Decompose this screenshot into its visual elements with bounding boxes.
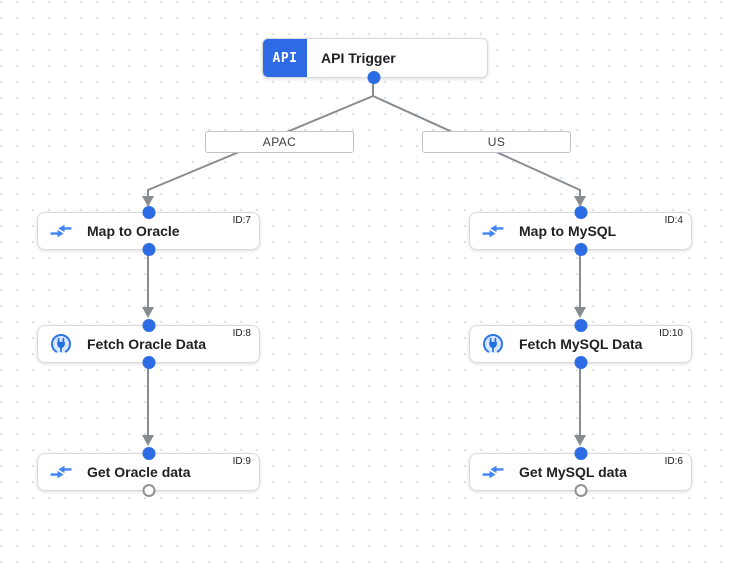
node-id-badge: ID:4 xyxy=(664,215,683,226)
connection-point[interactable] xyxy=(142,447,155,460)
arrowhead-icon xyxy=(142,435,154,446)
node-title: Map to MySQL xyxy=(519,223,617,239)
connection-point[interactable] xyxy=(142,243,155,256)
edge-endpoint[interactable] xyxy=(574,484,587,497)
branch-text: APAC xyxy=(262,135,297,149)
connection-point[interactable] xyxy=(574,319,587,332)
connection-point[interactable] xyxy=(574,243,587,256)
node-map-to-mysql[interactable]: Map to MySQL ID:4 xyxy=(469,206,692,256)
connector-icon xyxy=(50,333,72,355)
node-get-mysql-data[interactable]: Get MySQL data ID:6 xyxy=(469,447,692,497)
arrowhead-icon xyxy=(142,307,154,318)
api-icon-label: API xyxy=(272,50,298,66)
connection-point[interactable] xyxy=(574,206,587,219)
node-title: Fetch Oracle Data xyxy=(87,336,207,352)
node-id-badge: ID:10 xyxy=(659,328,683,339)
connection-point[interactable] xyxy=(574,447,587,460)
arrowhead-icon xyxy=(574,307,586,318)
api-trigger-icon: API xyxy=(263,39,307,77)
node-id-badge: ID:8 xyxy=(232,328,251,339)
node-title: API Trigger xyxy=(321,50,396,66)
branch-text: US xyxy=(487,135,506,149)
connection-point[interactable] xyxy=(574,356,587,369)
node-fetch-oracle-data[interactable]: Fetch Oracle Data ID:8 xyxy=(37,319,260,369)
connection-point[interactable] xyxy=(367,71,381,84)
node-get-oracle-data[interactable]: Get Oracle data ID:9 xyxy=(37,447,260,497)
node-title: Get MySQL data xyxy=(519,464,627,480)
arrowhead-icon xyxy=(574,435,586,446)
edge-endpoint[interactable] xyxy=(142,484,155,497)
node-id-badge: ID:7 xyxy=(232,215,251,226)
node-title: Map to Oracle xyxy=(87,223,180,239)
node-title: Fetch MySQL Data xyxy=(519,336,643,352)
node-id-badge: ID:9 xyxy=(232,456,251,467)
data-mapping-icon xyxy=(482,461,504,483)
node-id-badge: ID:6 xyxy=(664,456,683,467)
data-mapping-icon xyxy=(482,220,504,242)
data-mapping-icon xyxy=(50,220,72,242)
branch-label-us[interactable]: US xyxy=(422,131,571,153)
connection-point[interactable] xyxy=(142,356,155,369)
node-fetch-mysql-data[interactable]: Fetch MySQL Data ID:10 xyxy=(469,319,692,369)
data-mapping-icon xyxy=(50,461,72,483)
node-title: Get Oracle data xyxy=(87,464,191,480)
connector-icon xyxy=(482,333,504,355)
connection-point[interactable] xyxy=(142,319,155,332)
node-api-trigger[interactable]: API API Trigger xyxy=(262,38,488,84)
connection-point[interactable] xyxy=(142,206,155,219)
branch-label-apac[interactable]: APAC xyxy=(205,131,354,153)
node-map-to-oracle[interactable]: Map to Oracle ID:7 xyxy=(37,206,260,256)
